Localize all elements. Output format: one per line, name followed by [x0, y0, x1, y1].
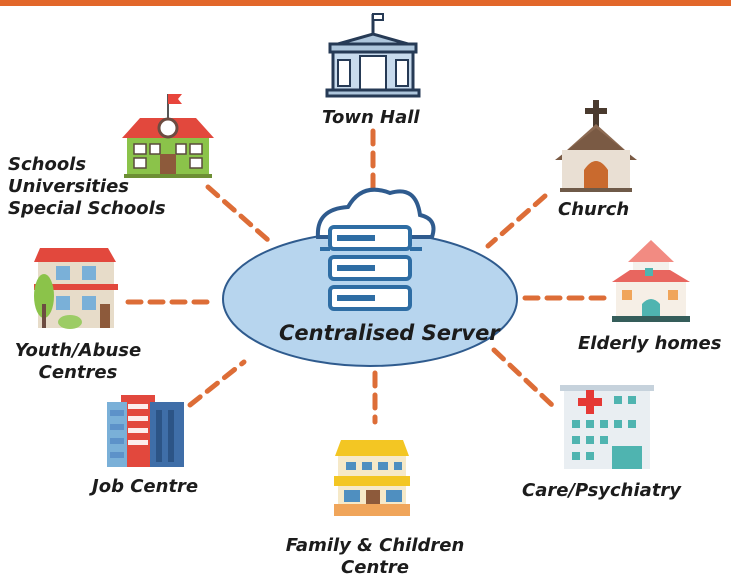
- cloud-server-icon: [315, 187, 436, 311]
- schools-label-line-1: Schools: [8, 154, 87, 175]
- hospital-icon: [560, 385, 654, 469]
- school-icon: [122, 94, 214, 178]
- youth-label-line-1: Youth/Abuse: [14, 340, 142, 361]
- connector-schools: [205, 184, 271, 243]
- family-label-line-2: Centre: [341, 557, 409, 578]
- elderly-home-icon: [612, 240, 690, 322]
- church-label: Church: [558, 199, 630, 220]
- connector-church: [485, 193, 548, 249]
- office-building-icon: [107, 395, 184, 467]
- schools-label-line-3: Special Schools: [8, 198, 166, 219]
- family-label-line-1: Family & Children: [285, 535, 465, 556]
- centralised-server-label: Centralised Server: [279, 321, 500, 345]
- youth-centre-icon: [34, 248, 118, 329]
- youth-centres-label: Youth/Abuse Centres: [2, 340, 154, 384]
- connector-care: [491, 347, 555, 408]
- family-children-centre-label: Family & Children Centre: [265, 535, 485, 579]
- schools-label: Schools Universities Special Schools: [8, 154, 166, 220]
- schools-label-line-2: Universities: [8, 176, 129, 197]
- youth-label-line-2: Centres: [38, 362, 118, 383]
- care-psychiatry-label: Care/Psychiatry: [522, 480, 682, 501]
- job-centre-label: Job Centre: [92, 476, 199, 497]
- top-accent-bar: [0, 0, 731, 6]
- town-hall-icon: [325, 13, 421, 98]
- family-centre-icon: [334, 440, 410, 516]
- connector-job: [187, 359, 247, 408]
- church-icon: [555, 100, 637, 192]
- elderly-homes-label: Elderly homes: [578, 333, 722, 354]
- town-hall-label: Town Hall: [322, 107, 420, 128]
